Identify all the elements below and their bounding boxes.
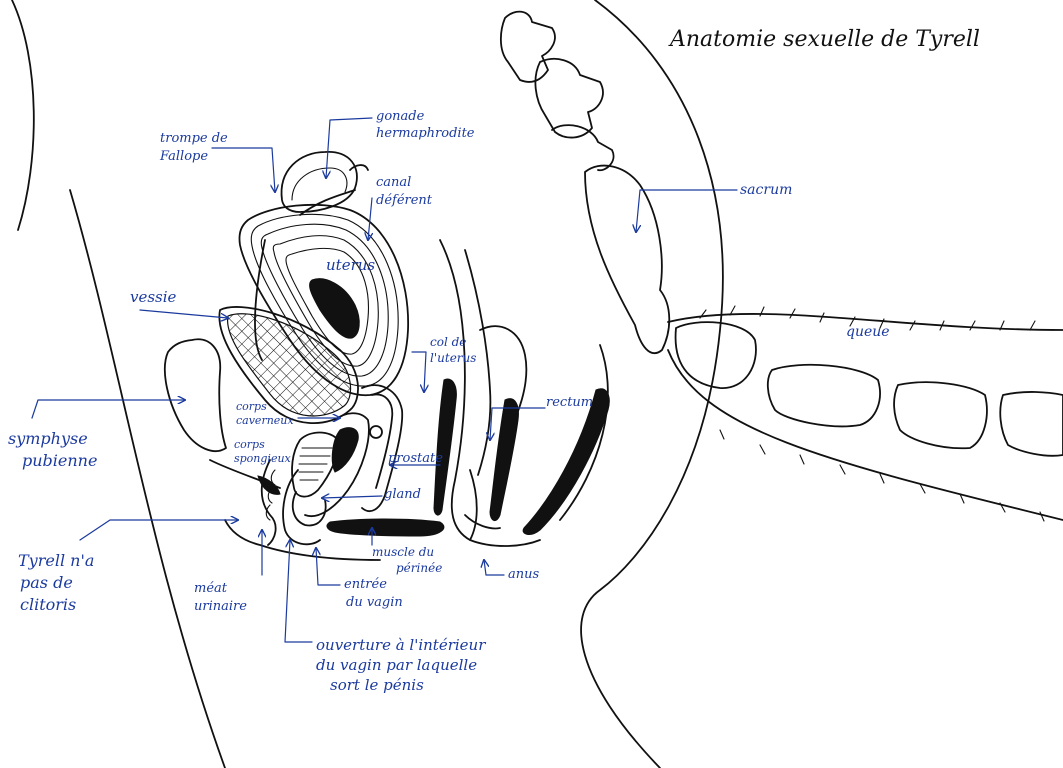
diagram-title: Anatomie sexuelle de Tyrell (668, 27, 980, 52)
label-rectum: rectum (546, 395, 593, 410)
label-gland: gland (384, 487, 421, 502)
gonad-and-tube (282, 152, 368, 212)
label-sacrum: sacrum (740, 182, 792, 198)
label-corps-spongieux: corps spongieux (234, 438, 292, 465)
label-canal: canal déférent (376, 175, 433, 208)
label-prostate: prostate (388, 451, 443, 466)
label-gonade: gonade hermaphrodite (376, 109, 475, 141)
label-tyrell-note: Tyrell n'a pas de clitoris (18, 551, 99, 614)
label-meat: méat urinaire (194, 581, 247, 614)
label-vessie: vessie (130, 288, 177, 306)
label-uterus: uterus (326, 256, 375, 274)
perineum-and-rectum (327, 240, 609, 546)
label-anus: anus (508, 567, 539, 582)
label-ouverture: ouverture à l'intérieur du vagin par laq… (316, 636, 490, 694)
label-queue: queue (846, 324, 890, 340)
spine-vertebrae (501, 12, 669, 354)
label-symphyse: symphyse pubienne (8, 429, 97, 470)
label-entree: entrée du vagin (344, 577, 403, 610)
label-muscle: muscle du périnée (372, 545, 442, 575)
label-col: col de l'uterus (430, 335, 476, 365)
